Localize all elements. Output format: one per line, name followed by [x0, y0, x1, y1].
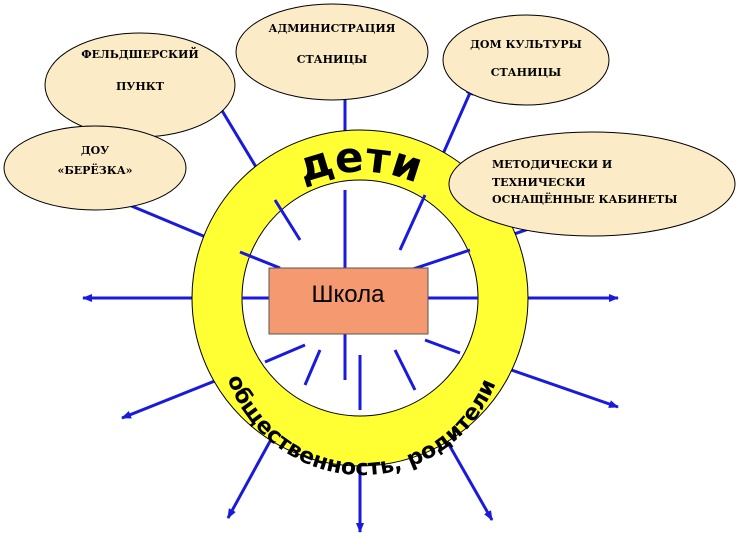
node-cabinets-line1: МЕТОДИЧЕСКИ И [492, 158, 612, 171]
center-school-box [268, 267, 429, 335]
ring-outer-edge [191, 129, 529, 467]
node-dou-line1: ДОУ [81, 144, 109, 157]
arrow-inner-downleft [303, 349, 322, 386]
yellow-ring [192, 130, 528, 466]
node-cabinets-line2: ТЕХНИЧЕСКИ [492, 176, 585, 189]
node-dk: ДОМ КУЛЬТУРЫ СТАНИЦЫ [442, 14, 610, 106]
node-admin-line1: АДМИНИСТРАЦИЯ [269, 22, 396, 35]
arrow-inner-toCab [409, 248, 471, 272]
node-dk-line2: СТАНИЦЫ [491, 66, 562, 79]
node-dou: ДОУ «БЕРЁЗКА» [3, 125, 187, 211]
arrow-inner-lowright [424, 338, 461, 355]
node-feldsher: ФЕЛЬДШЕРСКИЙ ПУНКТ [44, 32, 236, 138]
arrow-inner-upleft [273, 199, 302, 241]
arrow-inner-upright [398, 194, 427, 251]
node-cabinets: МЕТОДИЧЕСКИ И ТЕХНИЧЕСКИ ОСНАЩЁННЫЕ КАБИ… [448, 131, 736, 237]
node-feldsher-line2: ПУНКТ [116, 80, 165, 93]
arrow-inner-downright [393, 349, 417, 391]
node-dou-line2: «БЕРЁЗКА» [57, 163, 132, 177]
arrow-inner-toDou [239, 250, 281, 270]
node-dk-line1: ДОМ КУЛЬТУРЫ [470, 38, 582, 51]
node-admin-line2: СТАНИЦЫ [297, 53, 368, 66]
node-feldsher-line1: ФЕЛЬДШЕРСКИЙ [81, 46, 199, 61]
node-cabinets-line3: ОСНАЩЁННЫЕ КАБИНЕТЫ [492, 192, 677, 206]
arrow-inner-lowleft [264, 343, 306, 364]
center-school-label: Школа [312, 281, 386, 308]
node-admin: АДМИНИСТРАЦИЯ СТАНИЦЫ [235, 3, 429, 101]
